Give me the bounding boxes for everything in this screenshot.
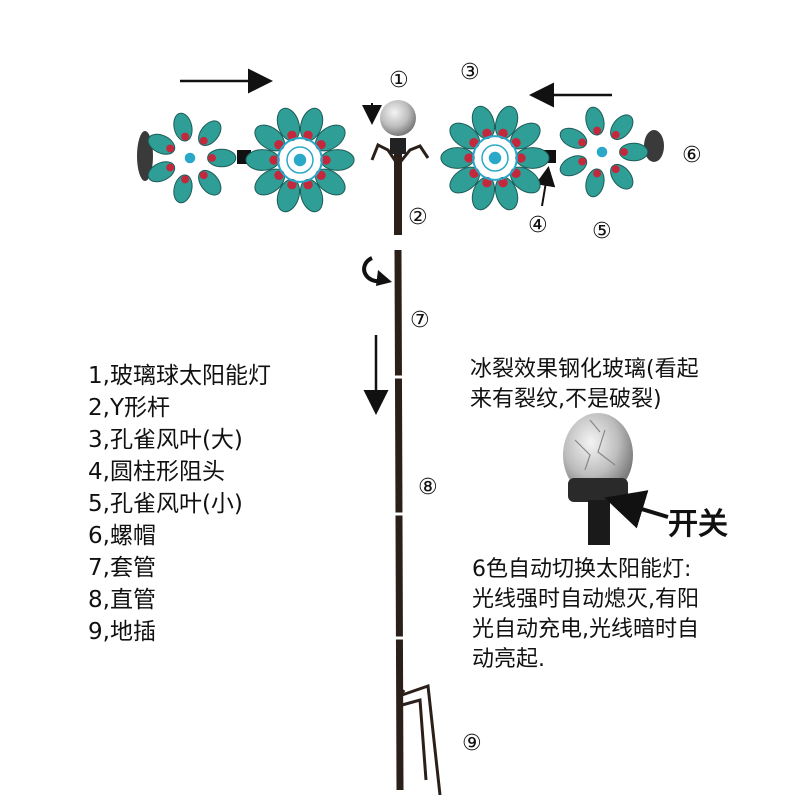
legend-item: 2,Y形杆 [88,395,170,421]
glass-note: 冰裂效果钢化玻璃(看起 来有裂纹,不是破裂) [470,355,795,415]
callout-4: ④ [528,213,548,238]
solar-note-line: 光线强时自动熄灭,有阳 [472,587,699,612]
switch-label: 开关 [668,507,728,542]
pointer-arrow-icon [535,166,556,207]
nut-right-icon [644,130,664,162]
solar-note-line: 光自动充电,光线暗时自 [472,617,699,642]
switch-pointer-icon [604,490,669,529]
callout-2: ② [408,205,428,230]
main-pole-icon [392,249,406,791]
legend-item: 3,孔雀风叶(大) [88,427,243,453]
callout-7: ⑦ [410,308,430,333]
parts-legend: 1,玻璃球太阳能灯 2,Y形杆 3,孔雀风叶(大) 4,圆柱形阻头 5,孔雀风叶… [88,360,271,648]
callout-3: ③ [460,60,480,85]
legend-item: 7,套管 [88,555,156,581]
legend-item: 8,直管 [88,587,156,613]
glass-note-line: 冰裂效果钢化玻璃(看起 [470,357,699,382]
large-pinwheel-right-icon [440,105,550,211]
legend-item: 9,地插 [88,619,156,645]
legend-item: 4,圆柱形阻头 [88,459,225,485]
callout-9: ⑨ [462,731,482,756]
callout-5: ⑤ [592,219,612,244]
small-pinwheel-left-icon [147,112,237,204]
solar-note-line: 动亮起. [472,647,545,672]
large-pinwheel-left-icon [245,107,355,213]
legend-item: 5,孔雀风叶(小) [88,491,243,517]
ground-stake-icon [396,683,442,796]
legend-item: 1,玻璃球太阳能灯 [88,363,271,389]
callout-8: ⑧ [418,475,438,500]
legend-item: 6,螺帽 [88,523,156,549]
callout-6: ⑥ [682,143,702,168]
callout-1: ① [389,68,409,93]
glass-note-line: 来有裂纹,不是破裂) [470,387,662,412]
solar-light-closeup-icon [563,413,633,545]
y-pole-icon [370,100,430,235]
rotate-icon [362,256,392,286]
solar-note: 6色自动切换太阳能灯: 光线强时自动熄灭,有阳 光自动充电,光线暗时自 动亮起. [472,555,792,675]
small-pinwheel-right-icon [559,106,649,198]
solar-note-line: 6色自动切换太阳能灯: [472,557,692,582]
